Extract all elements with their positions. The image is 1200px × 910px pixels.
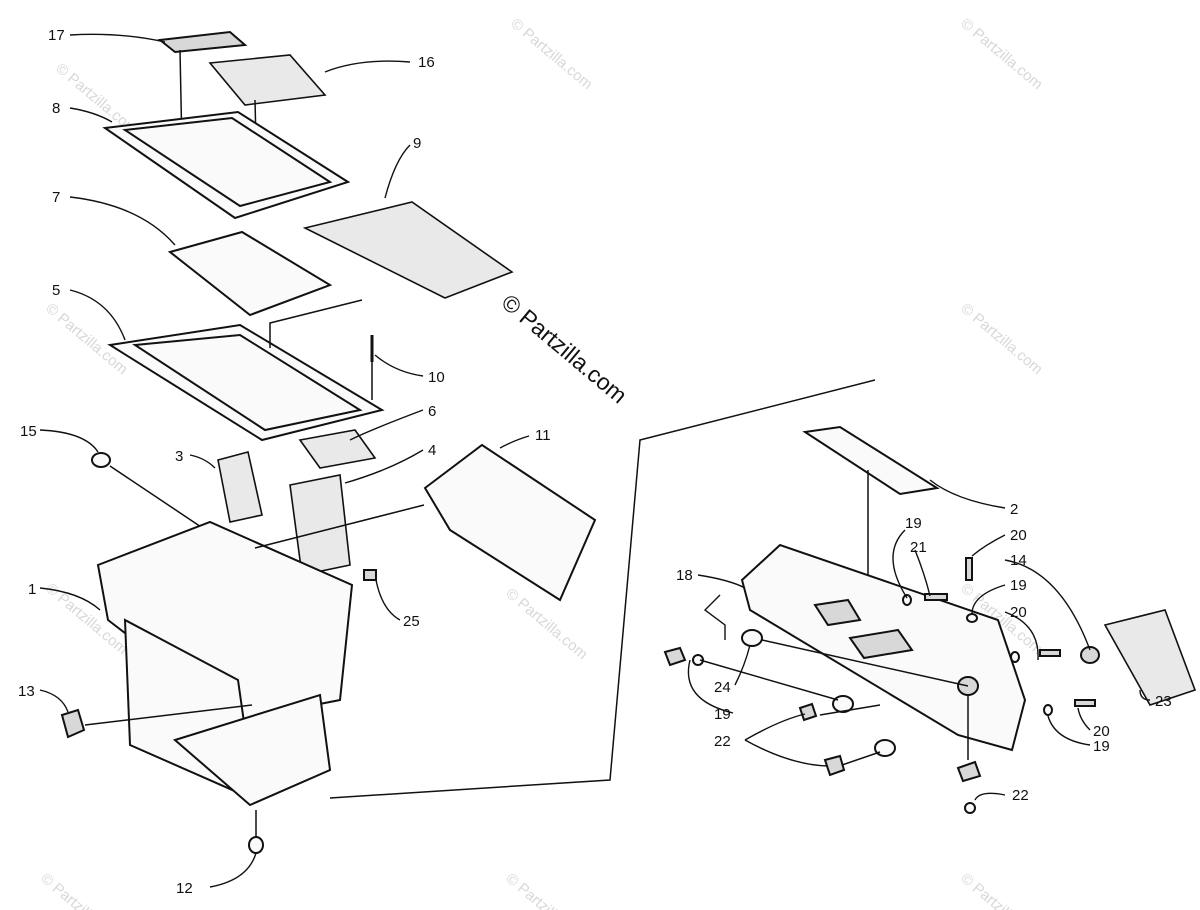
callout-10: 10 bbox=[428, 369, 445, 386]
part-9-foam-pad bbox=[302, 201, 514, 299]
callout-20: 20 bbox=[1010, 527, 1027, 544]
callout-19: 19 bbox=[714, 706, 731, 723]
callout-20: 20 bbox=[1093, 723, 1110, 740]
part-21-bolt bbox=[924, 593, 948, 601]
callout-labels: 17 16 8 9 7 5 10 6 15 11 3 4 1 25 13 12 … bbox=[18, 27, 1172, 897]
leader-lines bbox=[39, 33, 1151, 888]
callout-23: 23 bbox=[1155, 693, 1172, 710]
watermark: © Partzilla.com bbox=[502, 870, 590, 910]
part-3-foam bbox=[217, 451, 263, 523]
part-20-bolt bbox=[1074, 699, 1096, 707]
center-watermark: © Partzilla.com bbox=[497, 289, 632, 409]
callout-19: 19 bbox=[1010, 577, 1027, 594]
assembly-bracket bbox=[329, 379, 876, 799]
callout-11: 11 bbox=[535, 427, 551, 444]
callout-18: 18 bbox=[676, 567, 693, 584]
part-19-washer bbox=[966, 613, 978, 623]
callout-17: 17 bbox=[48, 27, 65, 44]
part-24-wire bbox=[703, 594, 726, 640]
callout-24: 24 bbox=[714, 679, 731, 696]
part-22-nut bbox=[823, 754, 846, 777]
callout-22: 22 bbox=[1012, 787, 1029, 804]
part-22-nut bbox=[798, 702, 818, 722]
part-14-knob bbox=[1080, 646, 1100, 664]
part-4-foam bbox=[289, 474, 351, 576]
part-6-seal bbox=[298, 429, 377, 469]
callout-19: 19 bbox=[1093, 738, 1110, 755]
part-19-washer bbox=[1010, 651, 1020, 663]
callout-9: 9 bbox=[413, 135, 421, 152]
part-12-cap bbox=[248, 836, 264, 854]
callout-19: 19 bbox=[905, 515, 922, 532]
callout-13: 13 bbox=[18, 683, 35, 700]
callout-4: 4 bbox=[428, 442, 436, 459]
part-2-gasket bbox=[802, 425, 940, 496]
callout-2: 2 bbox=[1010, 501, 1018, 518]
part-17-decal bbox=[157, 30, 248, 54]
part-19-washer bbox=[902, 594, 912, 606]
watermark: © Partzilla.com bbox=[957, 300, 1045, 378]
part-20-bolt bbox=[1039, 649, 1061, 657]
part-25-spring bbox=[363, 569, 377, 581]
callout-25: 25 bbox=[403, 613, 420, 630]
watermark: © Partzilla.com bbox=[957, 870, 1045, 910]
part-22-nut bbox=[956, 760, 982, 783]
part-15-fitting bbox=[91, 452, 111, 468]
watermark: © Partzilla.com bbox=[37, 870, 125, 910]
watermark: © Partzilla.com bbox=[507, 15, 595, 93]
callout-7: 7 bbox=[52, 189, 60, 206]
callout-22: 22 bbox=[714, 733, 731, 750]
callout-16: 16 bbox=[418, 54, 435, 71]
console-assembly bbox=[663, 425, 1197, 814]
watermark: © Partzilla.com bbox=[957, 15, 1045, 93]
callout-12: 12 bbox=[176, 880, 193, 897]
airbox-assembly bbox=[60, 30, 597, 854]
part-13-clip bbox=[60, 708, 86, 739]
callout-6: 6 bbox=[428, 403, 436, 420]
part-20-bolt bbox=[965, 557, 973, 581]
part-16-screen bbox=[208, 54, 327, 106]
part-11-intake bbox=[423, 443, 597, 602]
part-22-nut bbox=[663, 646, 687, 667]
part-19-washer bbox=[1043, 704, 1053, 716]
part-7-cover bbox=[167, 230, 333, 317]
watermark: © Partzilla.com bbox=[42, 300, 130, 378]
callout-3: 3 bbox=[175, 448, 183, 465]
callout-1: 1 bbox=[28, 581, 36, 598]
callout-14: 14 bbox=[1010, 552, 1027, 569]
watermark: © Partzilla.com bbox=[502, 585, 590, 663]
callout-15: 15 bbox=[20, 423, 37, 440]
callout-8: 8 bbox=[52, 100, 60, 117]
callout-20: 20 bbox=[1010, 604, 1027, 621]
part-1-airbox bbox=[96, 520, 354, 722]
part-23-pad bbox=[1103, 609, 1197, 706]
callout-21: 21 bbox=[910, 539, 927, 556]
callout-5: 5 bbox=[52, 282, 60, 299]
